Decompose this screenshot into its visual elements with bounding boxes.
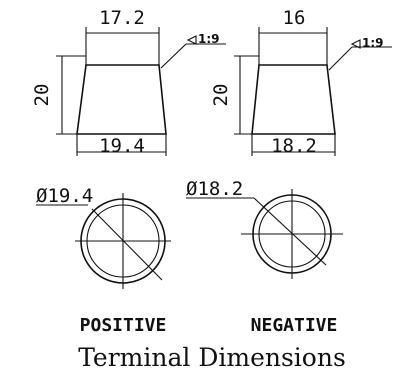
negative-terminal-outline	[251, 64, 336, 135]
negative-top-view: Ø18.2	[186, 178, 343, 279]
positive-height-label: 20	[31, 84, 53, 107]
positive-side-view: 17.2 20 19.4 1:9	[31, 7, 226, 157]
negative-taper-leader	[328, 46, 353, 71]
negative-taper-label: 1:9	[362, 36, 384, 50]
positive-taper-label: 1:9	[198, 32, 220, 46]
negative-height-label: 20	[210, 84, 232, 107]
positive-diameter-leader	[91, 208, 163, 281]
negative-label: NEGATIVE	[251, 315, 338, 336]
positive-top-view: Ø19.4	[36, 185, 171, 289]
negative-top-width-label: 16	[283, 7, 306, 29]
negative-taper-symbol	[350, 39, 361, 49]
drawing-caption: Terminal Dimensions	[78, 343, 346, 372]
positive-label: POSITIVE	[80, 315, 167, 336]
positive-top-width-label: 17.2	[99, 7, 145, 29]
positive-taper-symbol	[186, 35, 197, 45]
negative-side-view: 16 20 18.2 1:9	[210, 7, 392, 157]
positive-bottom-width-label: 19.4	[99, 135, 145, 157]
negative-diameter-label: Ø18.2	[186, 178, 243, 200]
negative-diameter-leader	[253, 197, 327, 266]
positive-taper-leader	[160, 43, 187, 69]
negative-bottom-width-label: 18.2	[271, 135, 317, 157]
positive-terminal-outline	[76, 64, 167, 135]
positive-diameter-label: Ø19.4	[36, 185, 93, 207]
